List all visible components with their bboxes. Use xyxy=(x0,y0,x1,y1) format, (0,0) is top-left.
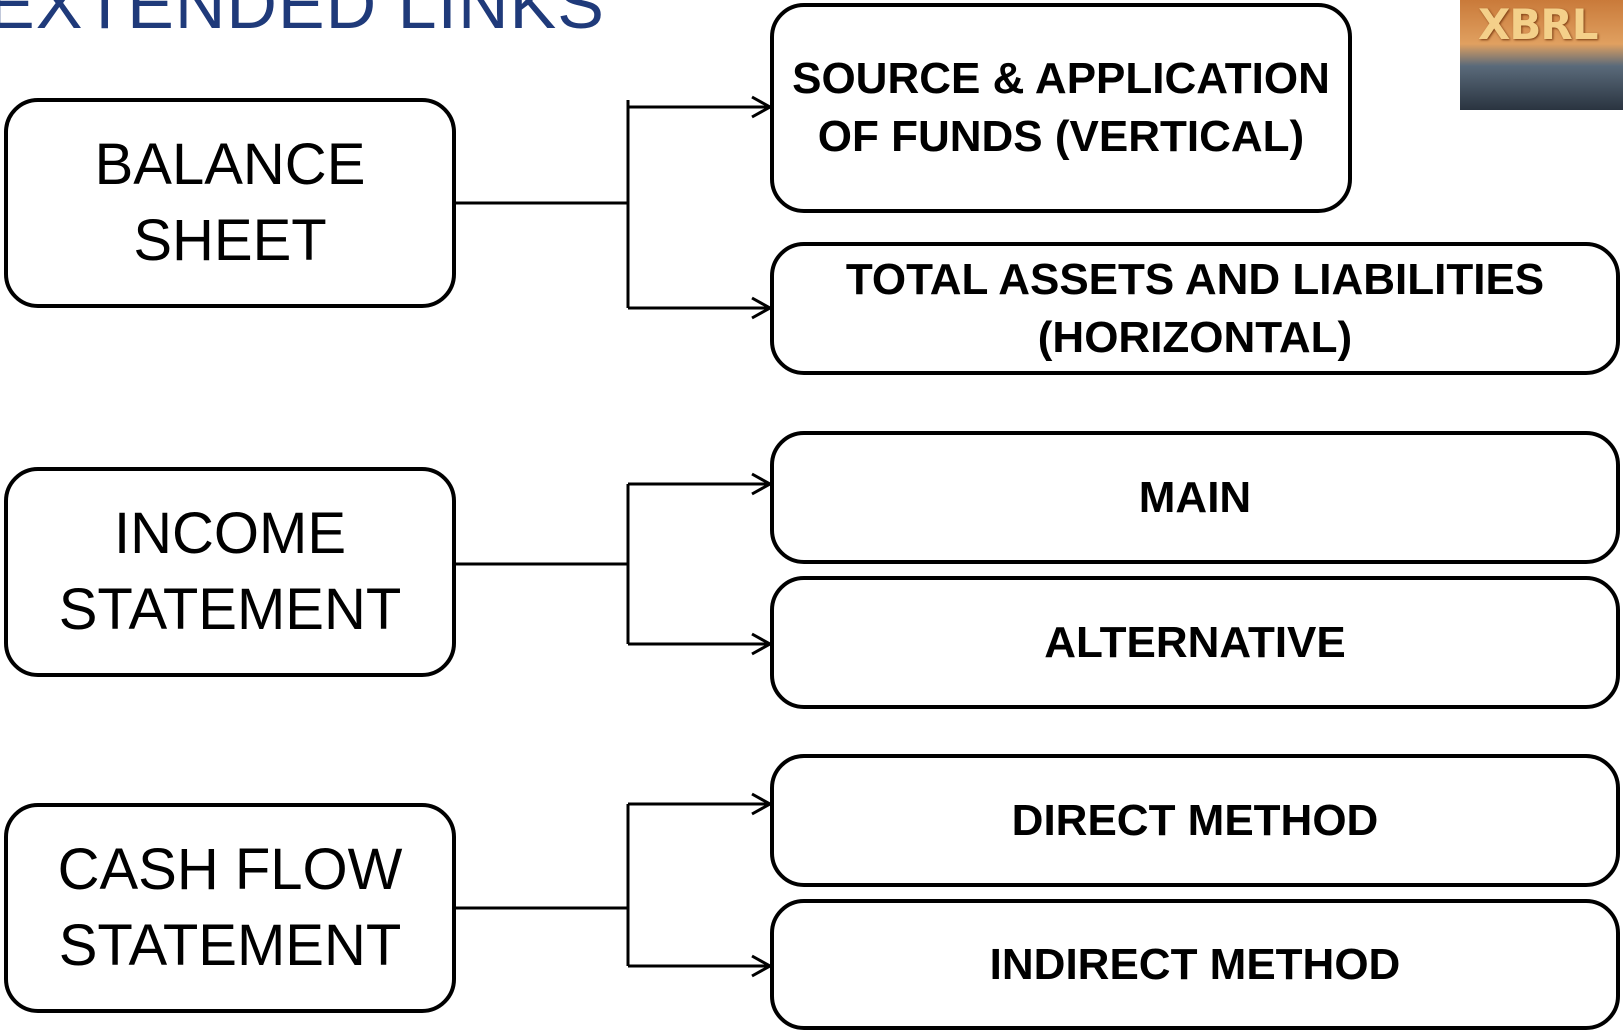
box-label-line2: (HORIZONTAL) xyxy=(1037,312,1353,362)
box-label: INDIRECT METHOD xyxy=(989,939,1401,989)
box-label: MAIN xyxy=(1138,472,1252,522)
cash-flow-statement-box: CASH FLOW STATEMENT xyxy=(4,803,456,1013)
direct-method-box: DIRECT METHOD xyxy=(770,754,1620,887)
box-label-line2: SHEET xyxy=(133,208,327,273)
box-label-line2: STATEMENT xyxy=(58,913,402,978)
box-label-line1: CASH FLOW xyxy=(57,837,403,902)
page-title: EXTENDED LINKS xyxy=(0,0,605,43)
box-label-line1: BALANCE xyxy=(94,132,366,197)
source-application-funds-box: SOURCE & APPLICATION OF FUNDS (VERTICAL) xyxy=(770,3,1352,213)
alternative-box: ALTERNATIVE xyxy=(770,576,1620,709)
connector-income-statement xyxy=(453,482,768,646)
box-label: ALTERNATIVE xyxy=(1044,617,1346,667)
box-label-line1: SOURCE & APPLICATION xyxy=(792,54,1330,103)
total-assets-liabilities-box: TOTAL ASSETS AND LIABILITIES (HORIZONTAL… xyxy=(770,242,1620,375)
box-label: DIRECT METHOD xyxy=(1011,795,1379,845)
box-label-line1: INCOME xyxy=(114,501,346,566)
box-label-line1: TOTAL ASSETS AND LIABILITIES xyxy=(845,254,1545,304)
box-label-line2: OF FUNDS (VERTICAL) xyxy=(817,112,1305,161)
logo-text: XBRL xyxy=(1478,0,1598,49)
connector-balance-sheet xyxy=(453,100,768,310)
indirect-method-box: INDIRECT METHOD xyxy=(770,899,1620,1030)
income-statement-box: INCOME STATEMENT xyxy=(4,467,456,677)
balance-sheet-box: BALANCE SHEET xyxy=(4,98,456,308)
xbrl-logo: XBRL xyxy=(1460,0,1623,110)
connector-cash-flow xyxy=(453,802,768,968)
main-box: MAIN xyxy=(770,431,1620,564)
box-label-line2: STATEMENT xyxy=(58,577,402,642)
